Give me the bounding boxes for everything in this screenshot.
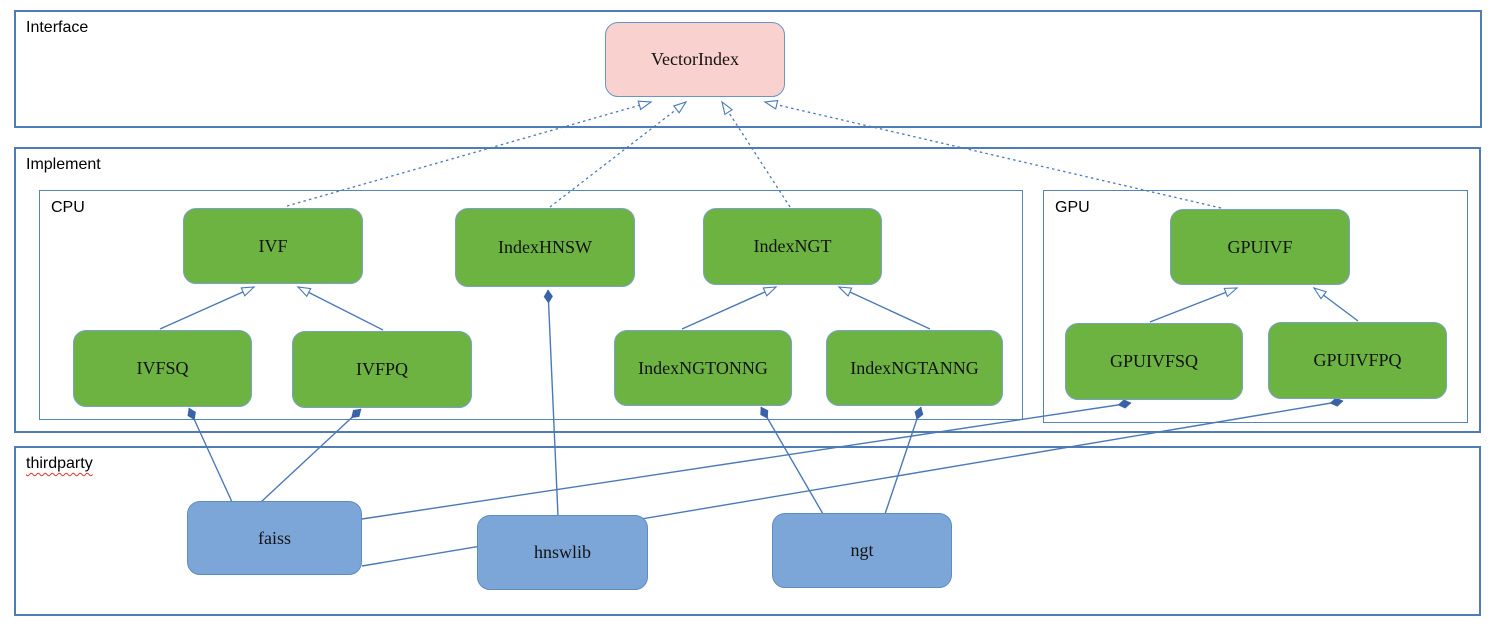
node-faiss-label: faiss <box>258 527 291 548</box>
cpu-container-label: CPU <box>51 199 85 216</box>
node-indexngtanng-label: IndexNGTANNG <box>850 357 979 378</box>
thirdparty-container-label: thirdparty <box>26 455 93 472</box>
node-ivfpq: IVFPQ <box>292 331 472 408</box>
node-indexngtanng: IndexNGTANNG <box>826 330 1003 406</box>
node-faiss: faiss <box>187 501 362 575</box>
node-vectorindex-label: VectorIndex <box>651 49 739 69</box>
node-ivf: IVF <box>183 208 363 284</box>
node-gpuivfpq: GPUIVFPQ <box>1268 322 1447 399</box>
node-gpuivf: GPUIVF <box>1170 209 1350 285</box>
node-indexhnsw: IndexHNSW <box>455 208 635 287</box>
node-ivf-label: IVF <box>258 235 288 256</box>
node-indexngtonng-label: IndexNGTONNG <box>638 357 768 378</box>
node-gpuivfsq-label: GPUIVFSQ <box>1109 351 1199 371</box>
node-ivfsq: IVFSQ <box>73 330 252 407</box>
node-gpuivfsq: GPUIVFSQ <box>1065 323 1243 400</box>
implement-container-label: Implement <box>26 156 101 173</box>
node-gpuivf-label: GPUIVF <box>1227 236 1293 257</box>
node-indexngt-label: IndexNGT <box>753 236 832 256</box>
node-gpuivfpq-label: GPUIVFPQ <box>1313 350 1402 370</box>
node-indexhnsw-label: IndexHNSW <box>498 237 592 257</box>
node-ngt: ngt <box>772 513 952 588</box>
node-indexngtonng: IndexNGTONNG <box>614 330 792 406</box>
node-ngt-label: ngt <box>850 540 874 560</box>
interface-container-label: Interface <box>26 19 89 36</box>
node-hnswlib-label: hnswlib <box>533 542 591 562</box>
gpu-container-label: GPU <box>1055 199 1090 216</box>
node-ivfpq-label: IVFPQ <box>355 359 408 379</box>
node-vectorindex: VectorIndex <box>605 22 785 97</box>
node-indexngt: IndexNGT <box>703 208 882 285</box>
node-ivfsq-label: IVFSQ <box>136 358 189 378</box>
node-hnswlib: hnswlib <box>477 515 648 590</box>
